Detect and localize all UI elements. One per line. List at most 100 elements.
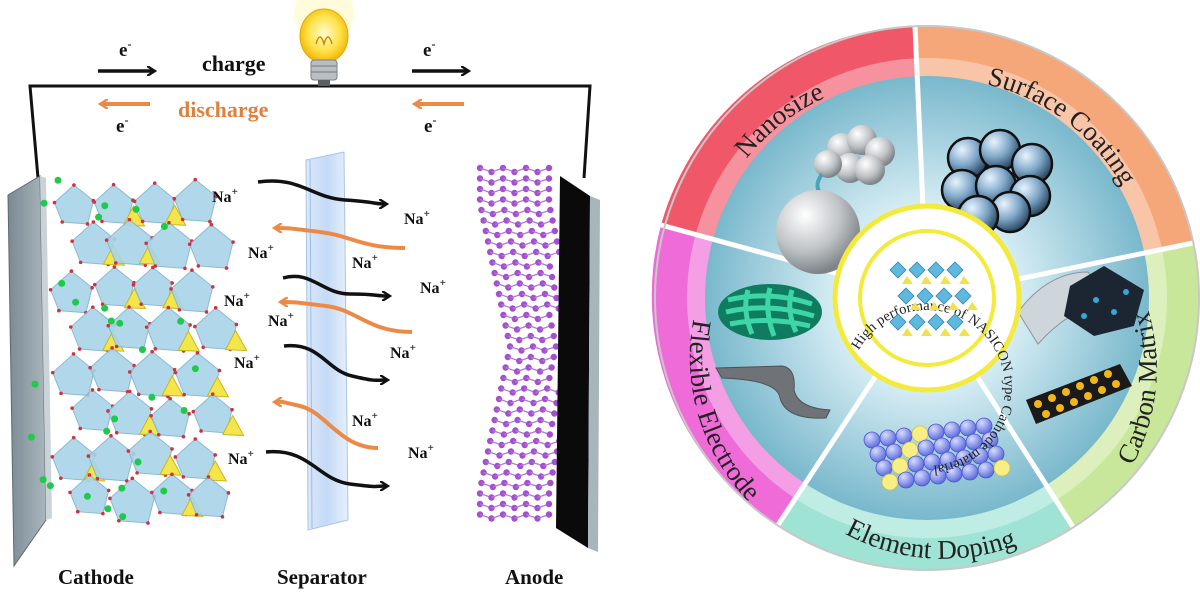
- carbon-matrix-illustration: [1017, 266, 1144, 424]
- carbon-atom: [501, 479, 508, 487]
- carbon-atom: [478, 206, 485, 214]
- oxygen-atom: [108, 496, 112, 501]
- octahedron: [927, 313, 945, 331]
- oxygen-atom: [117, 518, 121, 523]
- na-discharge-arrow-2: [282, 302, 413, 334]
- na-ion-label: Na+: [212, 186, 238, 206]
- tetrahedron: [177, 330, 201, 352]
- oxygen-atom: [136, 392, 141, 397]
- charge-label: charge: [202, 51, 266, 76]
- oxygen-atom: [190, 268, 194, 272]
- carbon-atom: [500, 374, 507, 382]
- host-atom: [895, 427, 913, 445]
- na-ion-label: Na+: [420, 277, 446, 297]
- octahedron: [53, 184, 94, 225]
- cathode-crystal-structure: [27, 176, 248, 525]
- carbon-atom: [546, 311, 553, 319]
- carbon-atom: [546, 374, 553, 382]
- oxygen-atom: [88, 365, 92, 370]
- carbon-atom: [480, 469, 487, 476]
- oxygen-atom: [106, 488, 111, 493]
- dopant-atom: [881, 473, 899, 491]
- sodium-ion-dot: [40, 199, 48, 207]
- carbon-atom: [545, 185, 553, 193]
- oxygen-atom: [226, 491, 231, 495]
- oxygen-atom: [92, 282, 97, 287]
- sodium-ion-dot: [191, 365, 199, 373]
- sodium-ion-dot: [160, 487, 168, 495]
- na-ion-label: Na+: [352, 410, 378, 430]
- oxygen-atom: [71, 352, 76, 356]
- octahedron: [916, 287, 934, 305]
- oxygen-atom: [143, 263, 148, 267]
- dopant-atom: [993, 459, 1011, 477]
- octahedron: [889, 261, 907, 279]
- sodium-ion-dot: [72, 298, 80, 306]
- nasicon-crystal-icon: [889, 261, 978, 336]
- octahedron: [109, 477, 156, 524]
- oxygen-atom: [201, 345, 205, 350]
- oxygen-atom: [220, 514, 225, 519]
- oxygen-atom: [114, 430, 119, 435]
- external-circuit-wire: [28, 84, 592, 179]
- octahedron: [194, 307, 237, 350]
- electron-label-top-left: e-: [119, 37, 131, 61]
- tetrahedron: [910, 302, 921, 310]
- oxygen-atom: [100, 219, 104, 224]
- carbon-atom: [546, 263, 554, 270]
- oxygen-atom: [59, 476, 63, 480]
- oxygen-atom: [86, 454, 91, 458]
- sodium-ion-dot: [103, 427, 111, 435]
- oxygen-atom: [109, 433, 113, 438]
- oxygen-atom: [57, 308, 61, 313]
- oxygen-atom: [148, 429, 152, 434]
- element-doping-illustration: [863, 417, 1011, 491]
- oxygen-atom: [156, 432, 161, 437]
- octahedron: [189, 224, 234, 269]
- carbon-atom: [491, 269, 498, 277]
- host-atom: [987, 445, 1005, 463]
- octahedron: [107, 306, 151, 350]
- octahedron: [946, 261, 964, 279]
- carbon-atom: [500, 431, 508, 438]
- host-atom: [897, 471, 915, 489]
- oxygen-atom: [77, 347, 82, 351]
- oxygen-atom: [167, 220, 171, 225]
- oxygen-atom: [97, 387, 101, 392]
- octahedron: [935, 287, 953, 305]
- oxygen-atom: [153, 347, 158, 351]
- octahedron: [133, 182, 176, 224]
- octahedron: [174, 352, 220, 398]
- oxygen-atom: [111, 182, 116, 187]
- carbon-atom: [545, 511, 553, 518]
- carbon-atom: [551, 410, 558, 417]
- host-atom: [949, 435, 967, 453]
- oxygen-atom: [106, 409, 110, 413]
- oxygen-atom: [177, 308, 182, 312]
- octahedron: [89, 347, 135, 393]
- octahedron: [174, 438, 216, 480]
- oxygen-atom: [150, 490, 154, 495]
- oxygen-atom: [113, 261, 118, 265]
- na-charge-arrow-1: [257, 179, 385, 204]
- carbon-atom: [553, 238, 561, 245]
- tetrahedron: [929, 302, 940, 310]
- oxygen-atom: [126, 449, 131, 453]
- oxygen-atom: [68, 490, 72, 495]
- oxygen-atom: [158, 510, 162, 515]
- oxygen-atom: [127, 370, 132, 374]
- ion-flow-arrows: [257, 179, 413, 487]
- oxygen-atom: [196, 264, 201, 268]
- octahedron: [170, 269, 214, 313]
- sodium-ion-dot: [54, 176, 62, 184]
- carbon-atom: [489, 259, 496, 266]
- tetrahedron: [163, 204, 187, 226]
- na-ion-label: Na+: [234, 352, 260, 372]
- octahedron: [87, 435, 135, 482]
- sodium-ion-dot: [101, 304, 109, 312]
- octahedron: [49, 270, 93, 314]
- host-atom: [869, 445, 887, 463]
- octahedron: [954, 287, 972, 305]
- carbon-atom: [501, 206, 508, 214]
- carbon-atom: [489, 483, 497, 491]
